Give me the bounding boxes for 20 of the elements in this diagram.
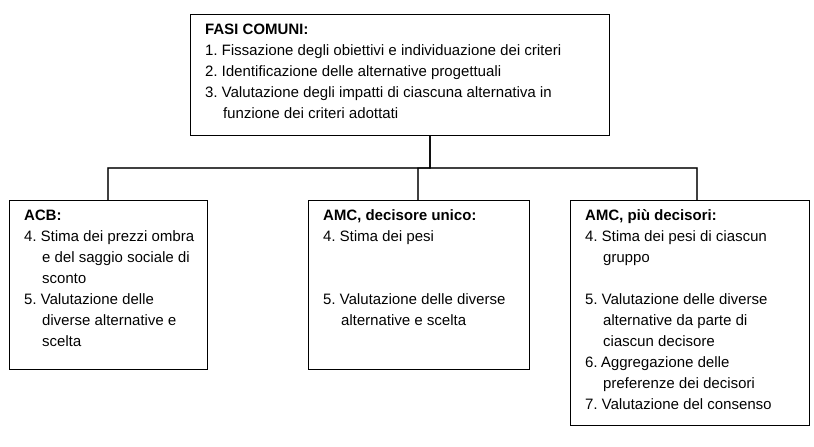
step-text: 7. Valutazione del consenso (585, 395, 773, 415)
phase-box (570, 200, 810, 426)
box-heading: ACB: (24, 206, 62, 226)
box-heading: AMC, più decisori: (585, 206, 718, 226)
box-heading: AMC, decisore unico: (323, 206, 478, 226)
connector-line (429, 136, 698, 200)
step-text: 6. Aggregazione delle preferenze dei decisori (585, 353, 756, 394)
step-text: 2. Identificazione delle alternative progettuali (205, 62, 502, 82)
box-heading: FASI COMUNI: (205, 20, 310, 40)
step-text: 5. Valutazione delle diverse alternative e scelta (323, 290, 506, 331)
step-text: 4. Stima dei pesi di ciascun gruppo (585, 227, 768, 268)
step-text: 5. Valutazione delle diverse alternative e scelta (24, 290, 178, 352)
step-text: 1. Fissazione degli obiettivi e individuazione dei criteri (205, 41, 562, 61)
phase-box (308, 200, 530, 370)
step-text: 4. Stima dei pesi (323, 227, 435, 247)
step-text: 4. Stima dei prezzi ombra e del saggio sociale di sconto (24, 227, 196, 289)
phase-box (190, 14, 610, 136)
step-text: 3. Valutazione degli impatti di ciascuna alternativa in funzione dei criteri adottati (205, 83, 553, 124)
step-text: 5. Valutazione delle diverse alternative da parte di ciascun decisore (585, 290, 768, 352)
phase-box (9, 200, 208, 370)
